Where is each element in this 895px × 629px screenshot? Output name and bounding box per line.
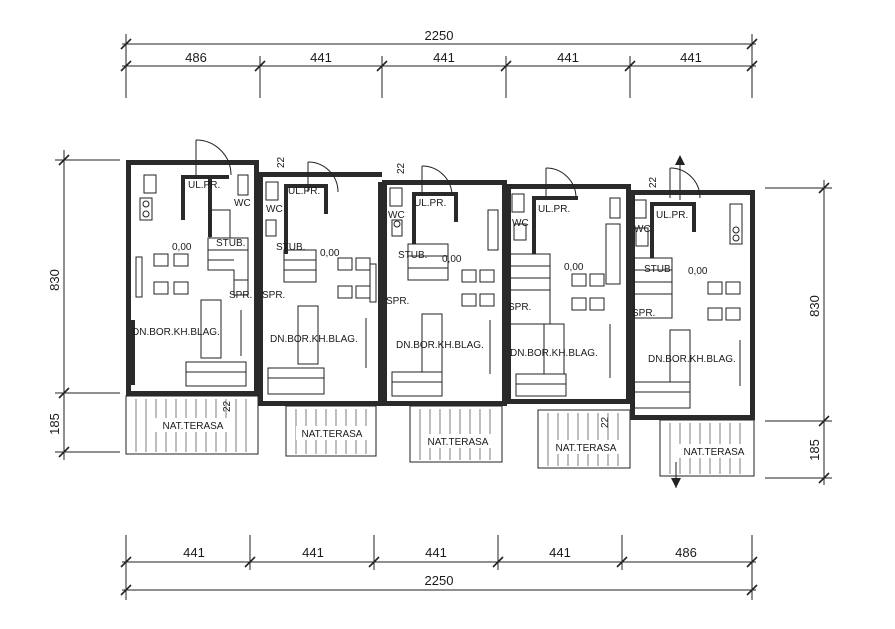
unit-2-pantry-label: SPR.	[262, 290, 285, 301]
unit-1-pantry-label: SPR.	[229, 290, 252, 301]
unit-2-wall-mark: 22	[276, 156, 287, 168]
unit-3-entrance-label: UL.PR.	[414, 198, 446, 209]
bottom-total-label: 2250	[425, 573, 454, 588]
right-terrace-depth: 185	[807, 439, 822, 461]
house-unit-4: UL.PR. WC 0,00 SPR. DN.BOR.KH.BLAG. 22	[506, 167, 631, 428]
left-dimension-chain: 830 185	[47, 150, 120, 460]
right-house-depth: 830	[807, 295, 822, 317]
house-unit-3: UL.PR. WC STUB. 0,00 SPR. DN.BOR.KH.BLAG…	[382, 162, 507, 406]
top-total-label: 2250	[425, 28, 454, 43]
terrace-unit-4: NAT.TERASA	[537, 409, 631, 469]
unit-1-entrance-label: UL.PR.	[188, 180, 220, 191]
unit-4-level-label: 0,00	[564, 262, 584, 273]
unit-2-living-label: DN.BOR.KH.BLAG.	[270, 334, 358, 345]
unit-5-living-label: DN.BOR.KH.BLAG.	[648, 354, 736, 365]
unit-2-terrace-label: NAT.TERASA	[302, 429, 363, 440]
terrace-unit-3: NAT.TERASA	[409, 405, 503, 463]
top-segment-4: 441	[557, 50, 579, 65]
house-unit-2: UL.PR. WC STUB. 0,00 SPR. DN.BOR.KH.BLAG…	[258, 156, 383, 406]
unit-1-wc-label: WC	[234, 198, 251, 209]
bottom-segment-4: 441	[549, 545, 571, 560]
section-marker-top	[675, 155, 685, 200]
terrace-unit-2: NAT.TERASA	[285, 405, 377, 457]
terrace-unit-1: NAT.TERASA	[125, 395, 259, 455]
unit-1-stair-label: STUB.	[216, 238, 245, 249]
unit-5-wall-mark: 22	[648, 176, 659, 188]
unit-3-terrace-label: NAT.TERASA	[428, 437, 489, 448]
unit-3-wall-mark: 22	[396, 162, 407, 174]
house-unit-1: UL.PR. WC STUB. 0,00 SPR. DN.BOR.KH.BLAG…	[126, 139, 259, 412]
unit-1-wall-mark: 22	[222, 400, 233, 412]
unit-4-pantry-label: SPR.	[508, 302, 531, 313]
unit-5-level-label: 0,00	[688, 266, 708, 277]
unit-2-wc-label: WC	[266, 204, 283, 215]
unit-3-living-label: DN.BOR.KH.BLAG.	[396, 340, 484, 351]
house-unit-5: UL.PR. WC STUB. 0,00 SPR. DN.BOR.KH.BLAG…	[630, 167, 755, 420]
unit-1-living-label: DN.BOR.KH.BLAG.	[132, 327, 220, 338]
top-segment-5: 441	[680, 50, 702, 65]
bottom-segment-2: 441	[302, 545, 324, 560]
left-house-depth: 830	[47, 269, 62, 291]
unit-4-wall-mark: 22	[600, 416, 611, 428]
unit-1-terrace-label: NAT.TERASA	[163, 421, 224, 432]
unit-3-wc-label: WC	[388, 210, 405, 221]
unit-4-terrace-label: NAT.TERASA	[556, 443, 617, 454]
top-segment-1: 486	[185, 50, 207, 65]
unit-5-entrance-label: UL.PR.	[656, 210, 688, 221]
right-dimension-chain: 830 185	[765, 180, 832, 485]
bottom-dimension-chain: 441 441 441 441 486 2250	[120, 535, 758, 600]
bottom-segment-3: 441	[425, 545, 447, 560]
top-segment-3: 441	[433, 50, 455, 65]
bottom-segment-1: 441	[183, 545, 205, 560]
unit-5-wc-label: WC	[634, 224, 651, 235]
section-marker-bottom	[671, 462, 681, 488]
left-terrace-depth: 185	[47, 413, 62, 435]
unit-3-level-label: 0,00	[442, 254, 462, 265]
top-segment-2: 441	[310, 50, 332, 65]
unit-2-level-label: 0,00	[320, 248, 340, 259]
bottom-segment-5: 486	[675, 545, 697, 560]
unit-5-stair-label: STUB.	[644, 264, 673, 275]
unit-4-wc-label: WC	[512, 218, 529, 229]
top-dimension-chain: 2250 486 441 441 441 441	[120, 28, 758, 98]
unit-4-entrance-label: UL.PR.	[538, 204, 570, 215]
unit-4-living-label: DN.BOR.KH.BLAG.	[510, 348, 598, 359]
unit-5-pantry-label: SPR.	[632, 308, 655, 319]
unit-2-entrance-label: UL.PR.	[288, 186, 320, 197]
terrace-unit-5: NAT.TERASA	[659, 419, 755, 477]
unit-2-stair-label: STUB.	[276, 242, 305, 253]
unit-3-stair-label: STUB.	[398, 250, 427, 261]
unit-1-level-label: 0,00	[172, 242, 192, 253]
unit-3-pantry-label: SPR.	[386, 296, 409, 307]
unit-5-terrace-label: NAT.TERASA	[684, 447, 745, 458]
